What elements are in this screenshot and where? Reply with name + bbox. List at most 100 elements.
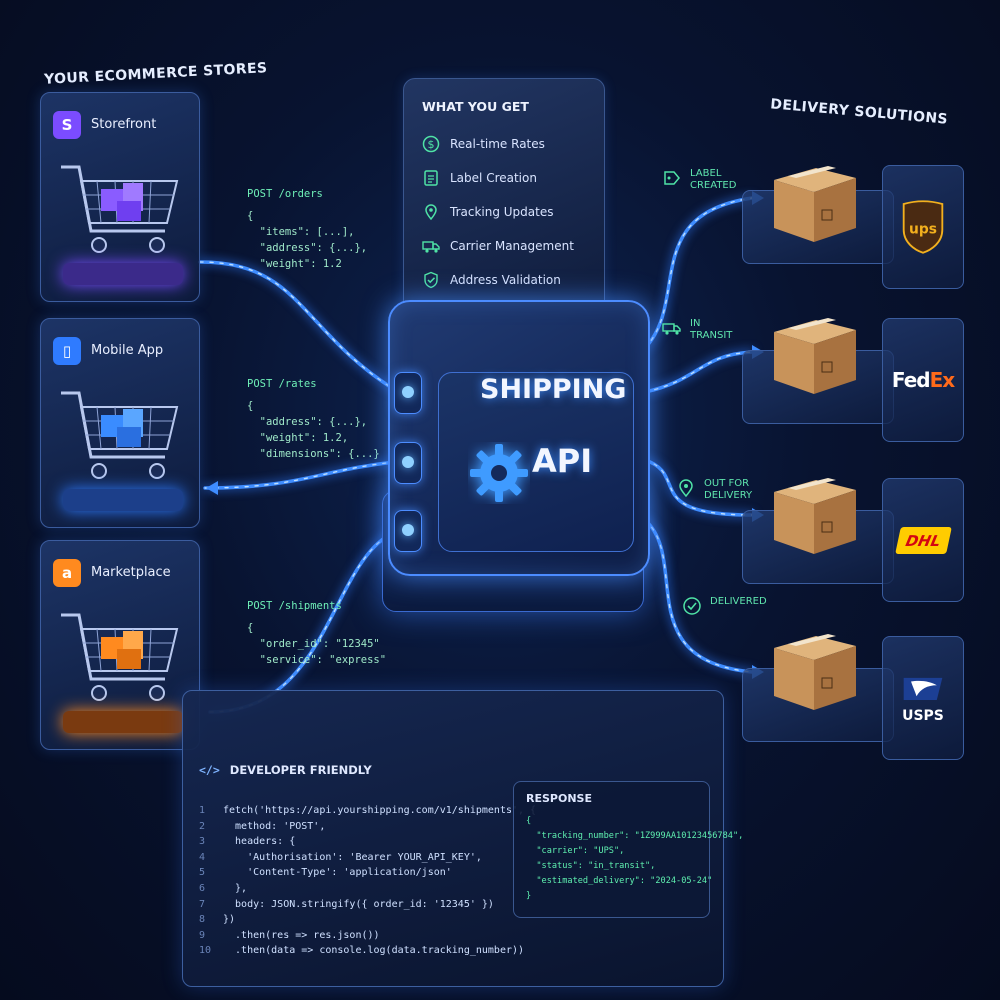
line-number: 9 bbox=[199, 929, 206, 941]
response-line: } bbox=[526, 891, 532, 901]
developer-title: </> DEVELOPER FRIENDLY bbox=[199, 763, 372, 777]
store-name: Storefront bbox=[91, 117, 157, 132]
status-text: IN TRANSIT bbox=[690, 318, 733, 341]
feature-item: Address Validation bbox=[422, 271, 561, 289]
location-pin-icon bbox=[679, 479, 693, 498]
features-panel: WHAT YOU GET $ Real-time Rates Label Cre… bbox=[403, 78, 605, 316]
api-port bbox=[394, 372, 422, 414]
svg-text:$: $ bbox=[428, 138, 435, 151]
carrier-card-ups[interactable]: ups bbox=[882, 165, 964, 289]
code-line: body: JSON.stringify({ order_id: '12345'… bbox=[223, 898, 494, 910]
code-line: "weight": 1.2, bbox=[247, 432, 349, 444]
api-face bbox=[438, 372, 634, 552]
code-line: .then(res => res.json()) bbox=[223, 929, 380, 941]
usps-logo-text: USPS bbox=[902, 708, 944, 724]
code-line: .then(data => console.log(data.tracking_… bbox=[223, 945, 525, 957]
response-line: "status": "in_transit", bbox=[526, 861, 656, 871]
carrier-card-dhl[interactable]: DHL bbox=[882, 478, 964, 602]
response-title: RESPONSE bbox=[526, 792, 592, 805]
package-box-icon bbox=[774, 166, 856, 242]
code-line: "order_id": "12345" bbox=[247, 638, 380, 650]
line-number: 8 bbox=[199, 914, 206, 926]
code-line: { bbox=[247, 622, 254, 634]
code-line: fetch('https://api.yourshipping.com/v1/s… bbox=[223, 805, 537, 816]
amazon-icon: a bbox=[53, 559, 81, 587]
status-out-for-delivery: OUT FOR DELIVERY bbox=[676, 478, 752, 502]
line-number: 4 bbox=[199, 851, 206, 863]
glow-base bbox=[63, 711, 183, 733]
shipping-api-box[interactable]: SHIPPING API bbox=[388, 300, 650, 576]
status-delivered: DELIVERED bbox=[682, 596, 767, 616]
line-number: 6 bbox=[199, 882, 206, 894]
code-line: 'Authorisation': 'Bearer YOUR_API_KEY', bbox=[223, 851, 482, 863]
status-text: DELIVERED bbox=[710, 596, 767, 607]
shopping-cart-icon bbox=[61, 613, 179, 701]
dhl-logo: DHL bbox=[894, 526, 952, 554]
svg-text:ups: ups bbox=[909, 221, 937, 237]
document-icon bbox=[424, 170, 438, 186]
features-title: WHAT YOU GET bbox=[422, 99, 529, 114]
status-label-created: LABEL CREATED bbox=[662, 168, 736, 192]
api-subtitle: API bbox=[532, 442, 593, 480]
line-number: 7 bbox=[199, 898, 206, 910]
code-line: "weight": 1.2 bbox=[247, 258, 342, 270]
code-line: { bbox=[247, 210, 254, 222]
line-number: 10 bbox=[199, 945, 212, 957]
store-card-storefront[interactable]: S Storefront bbox=[40, 92, 200, 302]
store-card-marketplace[interactable]: a Marketplace bbox=[40, 540, 200, 750]
feature-label: Tracking Updates bbox=[450, 205, 554, 219]
fedex-logo-text: Fed bbox=[891, 368, 931, 392]
developer-panel: </> DEVELOPER FRIENDLY 1 2 3 4 5 6 7 8 9… bbox=[182, 690, 743, 987]
line-number: 5 bbox=[199, 867, 206, 879]
shield-check-icon bbox=[424, 271, 438, 289]
response-panel: RESPONSE { "tracking_number": "1Z999AA10… bbox=[513, 781, 743, 918]
code-line: "address": {...}, bbox=[247, 242, 368, 254]
glow-base bbox=[63, 489, 183, 511]
response-line: "estimated_delivery": "2024-05-24" bbox=[526, 876, 713, 886]
carrier-card-fedex[interactable]: FedEx bbox=[882, 318, 964, 442]
code-line: "service": "express" bbox=[247, 654, 387, 666]
feature-item: Carrier Management bbox=[422, 237, 574, 255]
truck-icon bbox=[662, 323, 681, 335]
feature-label: Address Validation bbox=[450, 273, 561, 287]
line-number: 3 bbox=[199, 836, 206, 848]
code-line: "dimensions": {...} bbox=[247, 448, 380, 460]
response-body: { "tracking_number": "1Z999AA10123456784… bbox=[526, 814, 743, 904]
feature-label: Real-time Rates bbox=[450, 137, 545, 151]
store-card-mobile-app[interactable]: ▯ Mobile App bbox=[40, 318, 200, 528]
developer-title-text: DEVELOPER FRIENDLY bbox=[229, 763, 372, 777]
response-line: { bbox=[526, 816, 532, 826]
code-line: }, bbox=[223, 882, 248, 894]
dollar-icon: $ bbox=[422, 135, 440, 153]
code-line: method: 'POST', bbox=[223, 820, 326, 832]
api-port bbox=[394, 442, 422, 484]
feature-item: $ Real-time Rates bbox=[422, 135, 545, 153]
api-title: SHIPPING bbox=[480, 374, 627, 405]
location-pin-icon bbox=[425, 204, 437, 221]
line-number: 2 bbox=[199, 820, 206, 832]
truck-icon bbox=[422, 241, 440, 253]
package-box-icon bbox=[774, 318, 856, 394]
request-snippet-rates: POST /rates { "address": {...}, "weight"… bbox=[247, 376, 380, 462]
request-snippet-shipments: POST /shipments { "order_id": "12345" "s… bbox=[247, 598, 386, 668]
package-box-icon bbox=[774, 634, 856, 710]
glow-base bbox=[63, 263, 183, 285]
code-line: }) bbox=[223, 914, 236, 926]
shopping-cart-icon bbox=[61, 391, 179, 479]
request-snippet-orders: POST /orders { "items": [...], "address"… bbox=[247, 186, 367, 272]
store-name: Marketplace bbox=[91, 565, 171, 580]
shopping-cart-icon bbox=[61, 165, 179, 253]
check-circle-icon bbox=[683, 597, 701, 615]
eagle-icon bbox=[903, 677, 943, 700]
response-line: "carrier": "UPS", bbox=[526, 846, 625, 856]
carrier-card-usps[interactable]: USPS bbox=[882, 636, 964, 760]
code-line: 'Content-Type': 'application/json' bbox=[223, 867, 452, 879]
response-line: "tracking_number": "1Z999AA10123456784", bbox=[526, 831, 744, 841]
line-number: 1 bbox=[199, 805, 206, 816]
endpoint-label: POST /orders bbox=[247, 188, 323, 200]
code-line: { bbox=[247, 400, 254, 412]
code-editor[interactable]: fetch('https://api.yourshipping.com/v1/s… bbox=[223, 803, 536, 959]
line-numbers: 1 2 3 4 5 6 7 8 9 10 bbox=[199, 803, 211, 959]
status-text: LABEL CREATED bbox=[690, 168, 737, 191]
smartphone-icon: ▯ bbox=[53, 337, 81, 365]
